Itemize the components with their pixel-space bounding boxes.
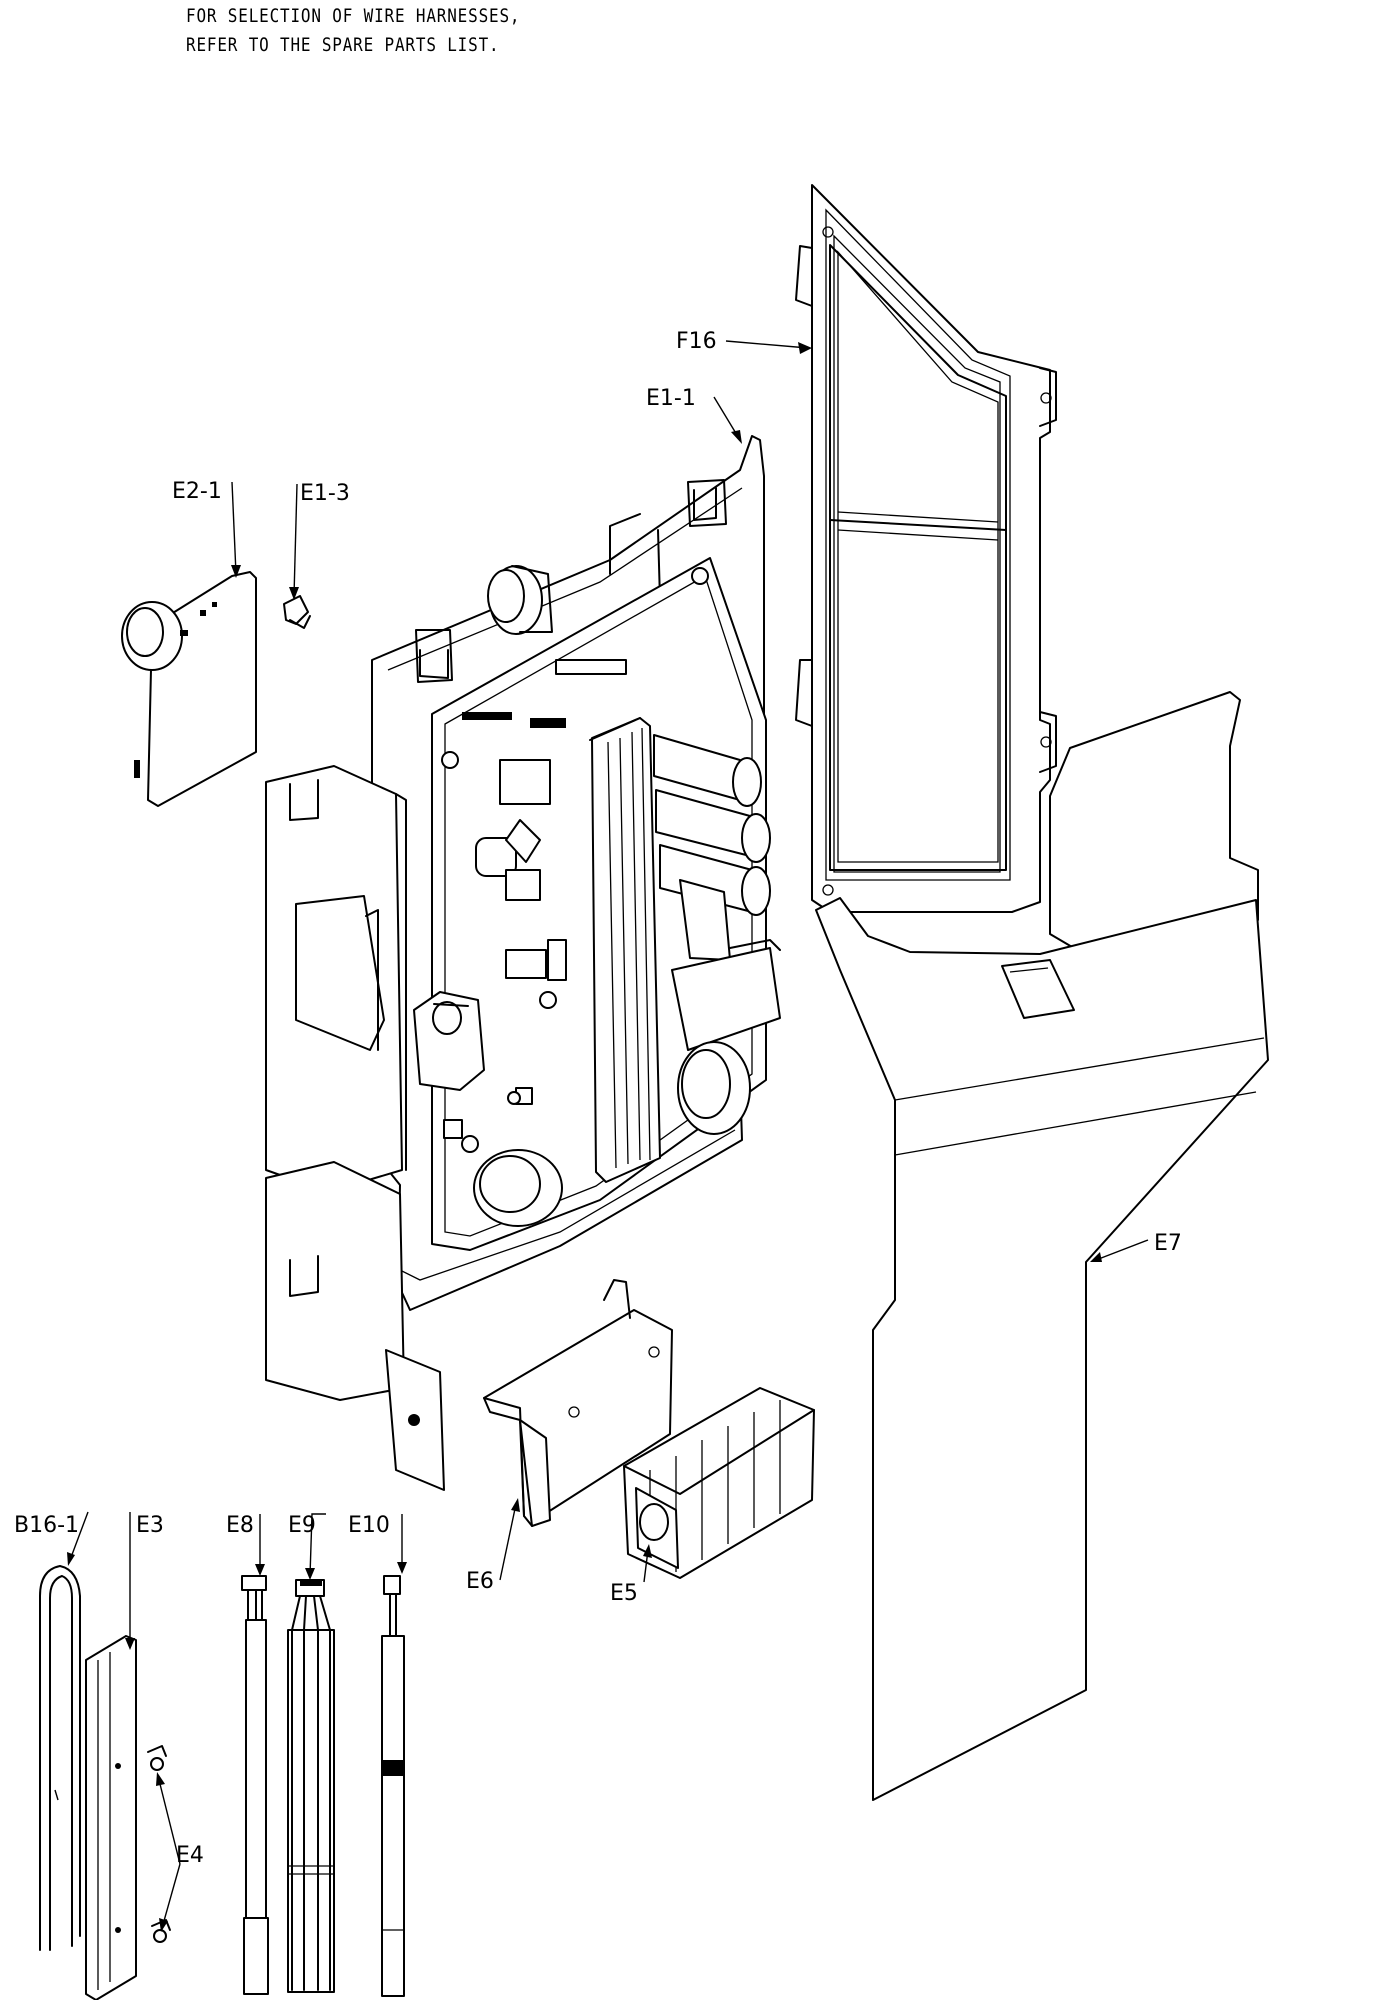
part-e9-harness bbox=[287, 1579, 335, 1993]
part-e3-plate bbox=[85, 1635, 137, 2000]
note-line-1: FOR SELECTION OF WIRE HARNESSES, bbox=[186, 5, 521, 27]
leader-lines bbox=[67, 340, 1149, 1932]
part-heatsink bbox=[589, 717, 661, 1183]
note-line-2: REFER TO THE SPARE PARTS LIST. bbox=[186, 34, 500, 56]
part-e8-harness bbox=[241, 1575, 269, 1995]
part-b16-1-pipe bbox=[39, 1565, 81, 1951]
part-e1-3-clip bbox=[283, 595, 311, 629]
part-f16-frame bbox=[795, 184, 1057, 913]
harness-note: FOR SELECTION OF WIRE HARNESSES, REFER T… bbox=[186, 2, 520, 60]
part-e7-sheet bbox=[815, 691, 1269, 1801]
label-e1-1: E1-1 bbox=[646, 386, 696, 411]
part-e4-screws bbox=[147, 1745, 171, 1943]
label-e1-3: E1-3 bbox=[300, 481, 350, 506]
part-labels: F16 E1-1 E2-1 E1-3 E7 E6 E5 B16-1 E3 E8 … bbox=[14, 329, 1182, 1868]
label-e4: E4 bbox=[176, 1843, 204, 1868]
part-e5-terminal-block bbox=[623, 1387, 815, 1579]
label-e9: E9 bbox=[288, 1513, 316, 1538]
part-capacitors bbox=[653, 734, 781, 1135]
part-left-duct-panel bbox=[265, 765, 445, 1491]
label-f16: F16 bbox=[676, 329, 717, 354]
part-e2-1-board bbox=[121, 571, 257, 807]
part-e6-bracket bbox=[483, 1279, 673, 1527]
label-e8: E8 bbox=[226, 1513, 254, 1538]
label-e3: E3 bbox=[136, 1513, 164, 1538]
label-e10: E10 bbox=[348, 1513, 390, 1538]
label-e2-1: E2-1 bbox=[172, 479, 222, 504]
part-e10-harness bbox=[381, 1575, 405, 1997]
part-fan-motor bbox=[487, 565, 553, 635]
label-e5: E5 bbox=[610, 1581, 638, 1606]
label-e6: E6 bbox=[466, 1569, 494, 1594]
label-b16-1: B16-1 bbox=[14, 1513, 79, 1538]
label-e7: E7 bbox=[1154, 1231, 1182, 1256]
